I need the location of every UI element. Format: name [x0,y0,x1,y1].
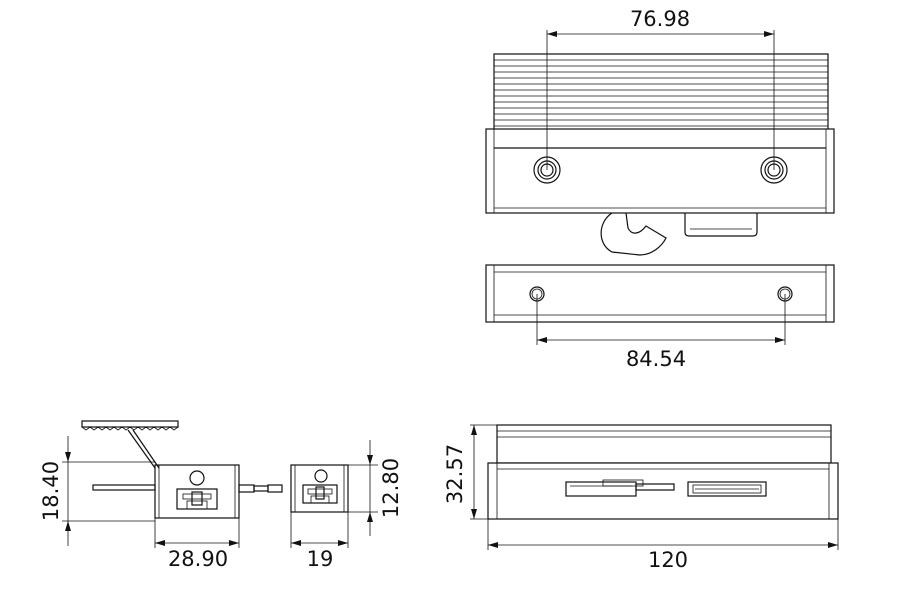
side-view: 18.40 28.90 [39,420,283,571]
bottom-plate-view: 84.54 [485,264,835,371]
dim-end-view-height: 12.80 [379,458,403,518]
dim-bottom-plate-hole-spacing: 84.54 [626,347,686,371]
clip-slot [565,479,675,497]
heatsink-fins [494,59,828,127]
dim-front-view-height: 32.57 [443,444,467,504]
end-view-emblem [302,484,338,504]
top-view: 76.98 [485,7,835,256]
front-view: 32.57 120 [443,424,839,572]
hook-clip [600,212,667,256]
dim-end-view-width: 19 [307,547,334,571]
dim-heatsink-hole-spacing: 76.98 [630,7,690,31]
connector-tab [684,213,758,237]
module-emblem [176,488,218,510]
dim-front-view-width: 120 [648,548,688,572]
front-connector [687,481,767,497]
dim-side-view-width: 28.90 [168,547,228,571]
end-view: 19 12.80 [290,440,403,571]
dim-side-view-height: 18.40 [39,461,63,521]
